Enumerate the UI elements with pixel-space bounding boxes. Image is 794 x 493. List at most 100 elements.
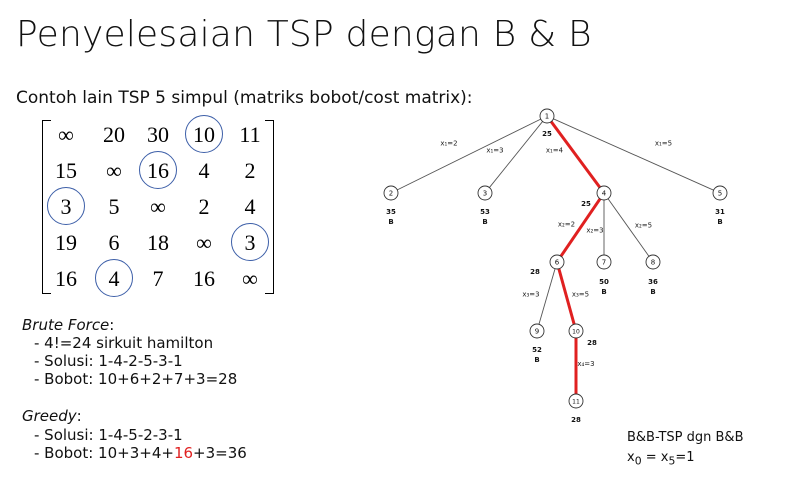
tree-edge-6-9 <box>538 268 556 325</box>
tree-node-10 <box>568 323 584 339</box>
brute-force-heading: Brute Force: <box>22 316 115 334</box>
tree-edge-1-5 <box>553 118 714 191</box>
tree-node-id-8: 8 <box>651 259 655 267</box>
matrix-cell-1-0: 15 <box>55 158 77 183</box>
tree-node-cost-9: 52 <box>532 346 542 354</box>
matrix-cell-0-0: ∞ <box>58 122 74 147</box>
tree-node-cost-6: 28 <box>530 268 540 276</box>
tree-node-9 <box>529 323 545 339</box>
caption-line-1: B&B-TSP dgn B&B <box>627 430 744 445</box>
caption-line-2: x0 = x5=1 <box>627 450 695 468</box>
tree-node-cost-7: 50 <box>599 278 609 286</box>
matrix-cell-1-1: ∞ <box>106 158 122 183</box>
matrix-circle-4-1 <box>95 259 133 297</box>
matrix-cell-1-2: 16 <box>147 158 169 183</box>
matrix-cell-2-3: 2 <box>198 194 210 219</box>
matrix-cell-4-2: 7 <box>152 266 164 291</box>
tree-node-id-6: 6 <box>555 259 560 267</box>
matrix-cell-2-2: ∞ <box>150 194 166 219</box>
tree-node-cost-4: 25 <box>581 200 591 208</box>
tree-node-id-3: 3 <box>483 190 487 198</box>
tree-node-status-7: B <box>601 288 606 296</box>
matrix-circle-1-2 <box>139 151 177 189</box>
greedy-line-1: - Solusi: 1-4-5-2-3-1 <box>34 426 183 444</box>
tree-edge-label-4-6: x₂=2 <box>558 221 575 229</box>
tree-node-7 <box>596 254 612 270</box>
tree-node-status-5: B <box>717 218 722 226</box>
tree-node-id-2: 2 <box>389 190 393 198</box>
tree-node-cost-2: 35 <box>386 208 396 216</box>
tree-node-8 <box>645 254 661 270</box>
tree-node-id-11: 11 <box>572 399 580 406</box>
tree-node-cost-11: 28 <box>571 416 581 424</box>
matrix-cell-1-4: 2 <box>244 158 256 183</box>
tree-edge-4-6 <box>559 197 602 258</box>
matrix-cell-4-4: ∞ <box>242 266 258 291</box>
tree-node-status-2: B <box>388 218 393 226</box>
matrix-cell-3-0: 19 <box>55 230 77 255</box>
matrix-circle-3-4 <box>231 223 269 261</box>
matrix-cell-2-1: 5 <box>108 194 120 219</box>
tree-node-6 <box>549 254 565 270</box>
matrix-cell-0-4: 11 <box>239 122 261 147</box>
matrix-cell-4-0: 16 <box>55 266 77 291</box>
tree-node-2 <box>383 185 399 201</box>
matrix-cell-3-4: 3 <box>244 230 256 255</box>
tree-edge-label-1-5: x₁=5 <box>655 140 672 148</box>
tree-node-id-1: 1 <box>545 113 549 121</box>
matrix-cell-0-1: 20 <box>103 122 125 147</box>
tree-edge-label-1-4: x₁=4 <box>546 147 564 155</box>
matrix-cell-3-2: 18 <box>147 230 169 255</box>
tree-node-1 <box>539 108 555 124</box>
matrix-cell-3-3: ∞ <box>196 230 212 255</box>
tree-edge-label-6-9: x₃=3 <box>522 291 539 299</box>
tree-edge-label-6-10: x₃=5 <box>572 291 589 299</box>
tree-edge-label-10-11: x₄=3 <box>577 360 594 368</box>
tree-node-id-4: 4 <box>602 190 607 198</box>
matrix-cell-0-3: 10 <box>193 122 215 147</box>
tree-edge-label-1-2: x₁=2 <box>440 140 457 148</box>
tree-edge-1-2 <box>397 118 541 191</box>
tree-node-id-7: 7 <box>602 259 606 267</box>
tree-edge-1-3 <box>489 121 543 188</box>
matrix-cell-0-2: 30 <box>147 122 169 147</box>
tree-node-3 <box>477 185 493 201</box>
cost-matrix: ∞ 20 30 10 11 15 ∞ 16 4 2 3 5 ∞ 2 4 19 6 18 ∞ 3 16 4 7 16 ∞ <box>42 115 274 297</box>
slide-subtitle: Contoh lain TSP 5 simpul (matriks bobot/… <box>16 88 473 108</box>
matrix-cell-2-0: 3 <box>60 194 72 219</box>
matrix-left-bracket <box>42 120 51 294</box>
brute-force-line-1: - 4!=24 sirkuit hamilton <box>34 334 214 352</box>
matrix-cell-4-1: 4 <box>108 266 120 291</box>
greedy-line-2: - Bobot: 10+3+4+16+3=36 <box>34 444 247 462</box>
brute-force-line-3: - Bobot: 10+6+2+7+3=28 <box>34 370 238 388</box>
tree-node-cost-10: 28 <box>587 339 597 347</box>
matrix-circle-2-0 <box>47 187 85 225</box>
slide-title: Penyelesaian TSP dengan B & B <box>16 14 592 55</box>
tree-node-11 <box>568 393 584 409</box>
brute-force-line-2: - Solusi: 1-4-2-5-3-1 <box>34 352 183 370</box>
tree-edge-label-4-7: x₂=3 <box>586 227 603 235</box>
tree-node-cost-3: 53 <box>480 208 490 216</box>
matrix-circle-0-3 <box>185 115 223 153</box>
matrix-cell-3-1: 6 <box>108 230 120 255</box>
matrix-cell-1-3: 4 <box>198 158 210 183</box>
tree-node-status-8: B <box>650 288 655 296</box>
greedy-highlight-value: 16 <box>173 444 194 462</box>
tree-edge-label-4-8: x₂=5 <box>635 222 652 230</box>
tree-node-id-10: 10 <box>572 329 580 336</box>
matrix-cell-2-4: 4 <box>244 194 256 219</box>
matrix-cell-4-3: 16 <box>193 266 215 291</box>
tree-edge-4-8 <box>607 198 650 257</box>
tree-node-cost-5: 31 <box>715 208 725 216</box>
tree-node-status-9: B <box>534 356 539 364</box>
tree-edge-1-4 <box>549 120 602 189</box>
tree-node-id-5: 5 <box>718 190 722 198</box>
tree-node-status-3: B <box>482 218 487 226</box>
tree-node-5 <box>712 185 728 201</box>
tree-node-id-9: 9 <box>535 328 539 336</box>
tree-node-cost-8: 36 <box>648 278 658 286</box>
greedy-heading: Greedy: <box>22 407 82 425</box>
tree-edge-6-10 <box>557 268 576 325</box>
tree-node-4 <box>596 185 612 201</box>
